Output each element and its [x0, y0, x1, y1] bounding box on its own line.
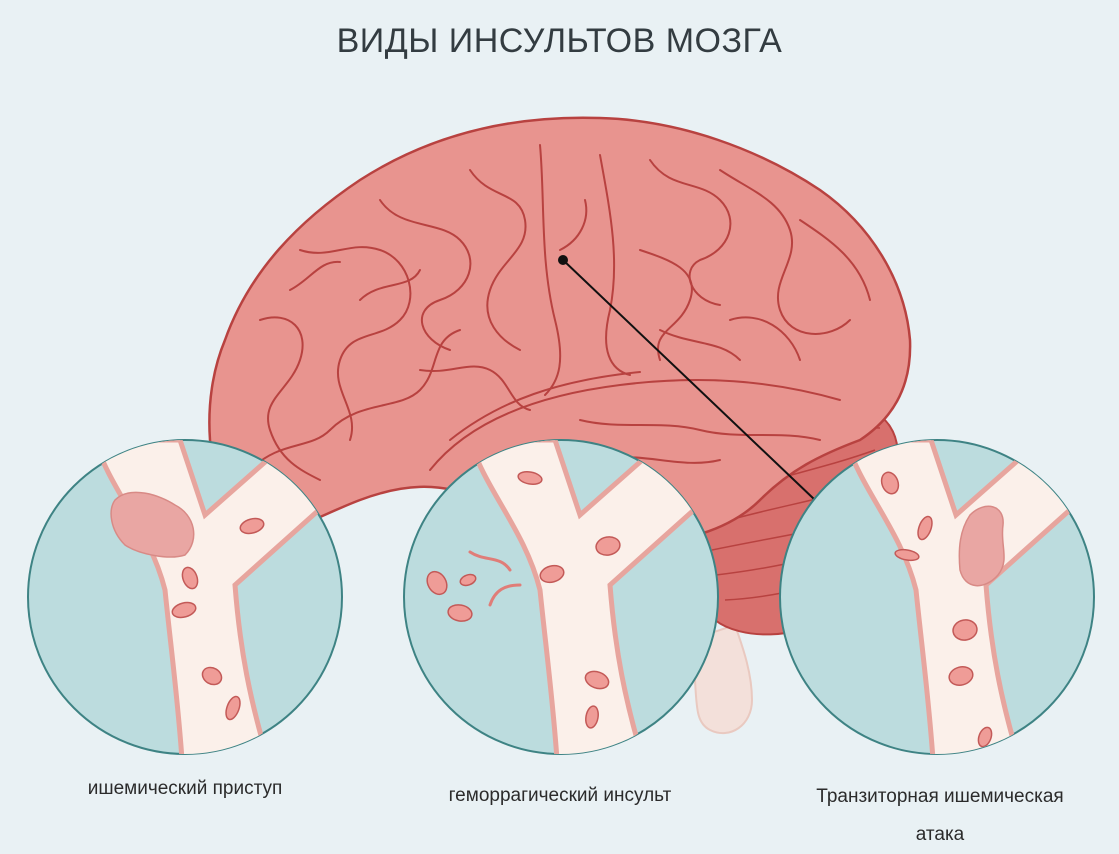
tia-caption: Транзиторная ишемическая атака	[816, 786, 1064, 845]
ischemic-caption: ишемический приступ	[87, 778, 283, 799]
cerebrum	[208, 116, 912, 547]
page-title: ВИДЫ ИНСУЛЬТОВ МОЗГА	[336, 22, 783, 60]
ischemic-panel	[27, 439, 343, 755]
hemorrhagic-caption: геморрагический инсульт	[448, 785, 672, 806]
pointer-line	[562, 259, 816, 501]
hemorrhagic-panel	[403, 439, 719, 755]
tia-panel	[779, 439, 1095, 755]
